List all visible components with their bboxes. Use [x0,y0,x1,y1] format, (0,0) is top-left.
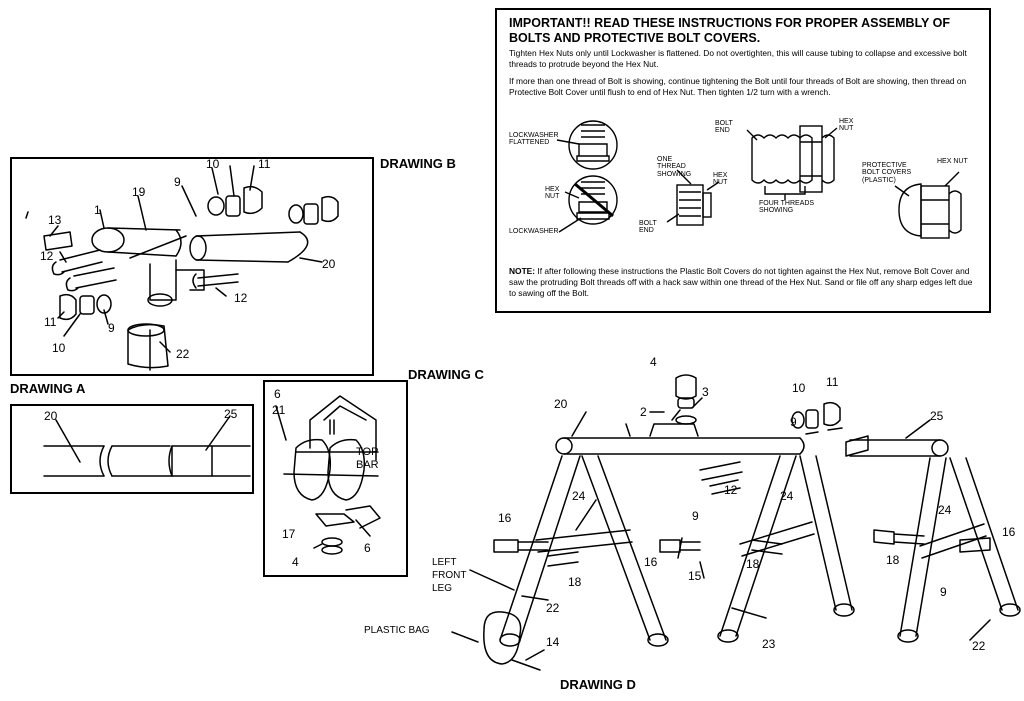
label-protective-bolt-covers: PROTECTIVE BOLT COVERS (PLASTIC) [862,162,912,184]
label-lockwasher: LOCKWASHER [509,228,559,235]
part-6-label: 6 [274,387,281,401]
part-2-label: 2 [640,405,647,419]
drawing-b-box [10,157,374,376]
instructions-para-2: If more than one thread of Bolt is showi… [509,76,967,97]
plastic-bag-label: PLASTIC BAG [364,625,430,636]
part-22b-label: 22 [972,639,986,653]
protective-cover-assembly [894,171,962,239]
part-12-d-label: 12 [724,483,738,497]
label-one-thread-showing: ONE THREAD SHOWING [657,156,692,178]
label-bolt-end-top: BOLT END [715,120,733,135]
part-20-a-label: 20 [44,409,58,423]
part-9-label: 9 [174,175,181,189]
part-3-label: 3 [702,385,709,399]
drawing-a-box [10,404,254,494]
drawing-a-art [43,415,251,477]
part-22-label: 22 [176,347,190,361]
part-13-label: 13 [48,213,62,227]
drawing-c-art [275,395,381,555]
part-19-label: 19 [132,185,146,199]
part-17-label: 17 [282,527,296,541]
label-lockwasher-flattened: LOCKWASHER FLATTENED [509,132,559,147]
part-16c-label: 16 [644,555,658,569]
part-9-d3-label: 9 [940,585,947,599]
note-body: If after following these instructions th… [509,266,973,298]
part-20-d-label: 20 [554,397,568,411]
part-18c-label: 18 [886,553,900,567]
instructions-box: IMPORTANT!! READ THESE INSTRUCTIONS FOR … [495,8,991,313]
one-thread-bolt [666,169,720,226]
drawing-c-box [263,380,408,577]
part-10b-label: 10 [52,341,66,355]
part-16-label: 16 [498,511,512,525]
four-threads-bolt [746,125,838,200]
part-1-label: 1 [94,203,101,217]
part-16b-label: 16 [1002,525,1016,539]
lockwasher-flattened-detail [568,120,618,170]
part-25-a-label: 25 [224,407,238,421]
part-24c-label: 24 [938,503,952,517]
label-hex-nut-top: HEX NUT [839,118,854,133]
part-10-label: 10 [206,157,220,171]
part-24-label: 24 [572,489,586,503]
part-4-c-label: 4 [292,555,299,569]
part-12b-label: 12 [234,291,248,305]
part-6b-label: 6 [364,541,371,555]
part-11b-label: 11 [44,315,57,329]
part-9-d2-label: 9 [692,509,699,523]
part-18-label: 18 [568,575,582,589]
part-4-d-label: 4 [650,355,657,369]
label-bolt-end-mid: BOLT END [639,220,657,235]
instructions-heading: IMPORTANT!! READ THESE INSTRUCTIONS FOR … [509,16,950,45]
label-hex-nut-right: HEX NUT [937,158,968,165]
lockwasher-not-flattened-detail [568,175,618,225]
drawing-d-art [451,374,1021,671]
drawing-c-title: DRAWING C [408,367,484,382]
instructions-para-1: Tighten Hex Nuts only until Lockwasher i… [509,48,967,69]
part-24b-label: 24 [780,489,794,503]
note-text: NOTE: If after following these instructi… [509,266,981,299]
drawing-b-art [25,165,339,371]
part-18b-label: 18 [746,557,760,571]
drawing-d-title: DRAWING D [560,677,636,692]
label-hex-nut-mid: HEX NUT [713,172,728,187]
part-12-label: 12 [40,249,54,263]
part-15-label: 15 [688,569,702,583]
left-front-leg-label: LEFT FRONT LEG [432,557,467,594]
label-hex-nut-left: HEX NUT [545,186,560,201]
part-21-label: 21 [272,403,286,417]
part-9-d-label: 9 [790,415,797,429]
part-11-d-label: 11 [826,375,839,389]
part-9b-label: 9 [108,321,115,335]
part-14-label: 14 [546,635,560,649]
part-23-label: 23 [762,637,776,651]
part-11-label: 11 [258,157,271,171]
note-label: NOTE: [509,266,536,276]
drawing-a-title: DRAWING A [10,381,86,396]
part-10-d-label: 10 [792,381,806,395]
part-25-d-label: 25 [930,409,944,423]
part-22-d-label: 22 [546,601,560,615]
part-20-label: 20 [322,257,336,271]
label-four-threads-showing: FOUR THREADS SHOWING [759,200,815,215]
bolt-illustrations [556,120,962,239]
drawing-b-title: DRAWING B [380,156,456,171]
part-number-labels: 1 13 19 9 10 11 12 20 12 11 10 9 22 20 2… [40,157,1016,653]
